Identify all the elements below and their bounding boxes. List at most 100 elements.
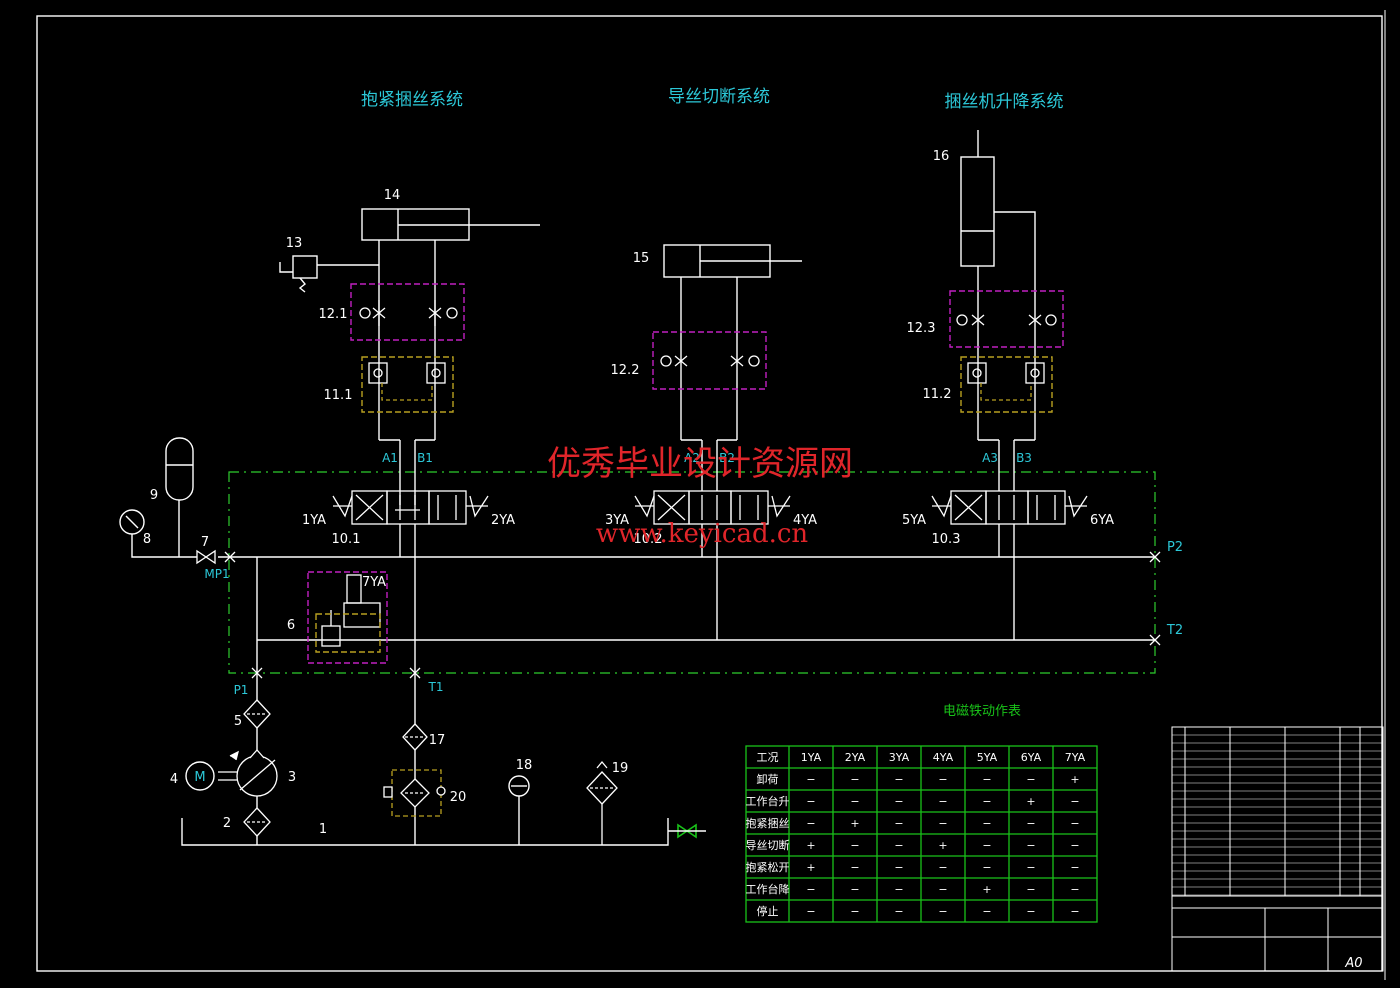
port-b1: B1 — [417, 451, 433, 465]
solenoid-5ya: 5YA — [902, 513, 926, 528]
label-5: 5 — [234, 714, 242, 729]
drawing-frame — [36, 15, 1383, 972]
table-cell: − — [938, 817, 947, 830]
table-cell: − — [938, 905, 947, 918]
suction-filter-2 — [243, 807, 271, 837]
solenoid-3ya: 3YA — [605, 513, 629, 528]
thermometer-18 — [508, 775, 530, 845]
throttle-check-12-1 — [350, 283, 465, 341]
motor-4: M — [185, 761, 215, 791]
table-cell: − — [1026, 883, 1035, 896]
port-a3: A3 — [982, 451, 998, 465]
label-10-1: 10.1 — [332, 532, 361, 547]
filter-20 — [383, 769, 446, 817]
motor-symbol: M — [194, 770, 205, 785]
table-cell: − — [806, 773, 815, 786]
filter-5 — [243, 699, 271, 729]
title-clamp-system: 抱紧捆丝系统 — [361, 90, 463, 110]
table-row-label: 工作台升 — [746, 794, 790, 808]
table-row-label: 抱紧松开 — [746, 860, 790, 874]
table-header-cell: 1YA — [801, 751, 822, 764]
port-p1: P1 — [234, 683, 249, 697]
throttle-check-12-3 — [949, 290, 1064, 348]
table-cell: − — [850, 883, 859, 896]
label-2: 2 — [223, 816, 231, 831]
pressure-relay-13 — [279, 255, 379, 293]
air-filter-19 — [586, 760, 618, 845]
table-cell: − — [850, 795, 859, 808]
title-block: A0 — [1171, 726, 1384, 972]
table-cell: − — [1026, 773, 1035, 786]
hydraulic-lock-11-1 — [361, 356, 454, 413]
table-header-cell: 6YA — [1021, 751, 1042, 764]
label-8: 8 — [143, 532, 151, 547]
table-cell: + — [938, 839, 947, 852]
drawing-scale: A0 — [1344, 956, 1362, 971]
solenoid-2ya: 2YA — [491, 513, 515, 528]
title-lift-system: 捆丝机升降系统 — [945, 92, 1064, 112]
table-cell: − — [938, 795, 947, 808]
label-13: 13 — [286, 236, 303, 251]
table-cell: − — [982, 773, 991, 786]
table-caption: 电磁铁动作表 — [943, 704, 1021, 719]
port-a2: A2 — [684, 451, 700, 465]
solenoid-6ya: 6YA — [1090, 513, 1114, 528]
table-header-cell: 3YA — [889, 751, 910, 764]
valve-block-boundary — [228, 471, 1156, 674]
port-b3: B3 — [1016, 451, 1032, 465]
table-cell: − — [894, 905, 903, 918]
table-cell: − — [850, 905, 859, 918]
table-cell: − — [982, 861, 991, 874]
label-10-3: 10.3 — [932, 532, 961, 547]
table-cell: − — [850, 839, 859, 852]
table-cell: − — [982, 905, 991, 918]
table-cell: − — [806, 883, 815, 896]
accumulator-9 — [165, 437, 194, 557]
table-row-label: 卸荷 — [757, 772, 779, 786]
table-cell: + — [1070, 773, 1079, 786]
table-row-label: 工作台降 — [746, 882, 790, 896]
directional-valve-10-1 — [332, 490, 489, 525]
table-cell: + — [850, 817, 859, 830]
cylinder-15 — [663, 244, 802, 278]
table-cell: − — [938, 861, 947, 874]
label-3: 3 — [288, 770, 296, 785]
label-18: 18 — [516, 758, 533, 773]
table-cell: − — [806, 817, 815, 830]
stop-valve-7 — [196, 549, 216, 565]
watermark-title: 优秀毕业设计资源网 — [547, 444, 853, 484]
table-cell: − — [806, 795, 815, 808]
table-cell: − — [1070, 905, 1079, 918]
table-cell: − — [1070, 861, 1079, 874]
table-cell: − — [1070, 795, 1079, 808]
label-11-1: 11.1 — [324, 388, 353, 403]
table-cell: − — [982, 839, 991, 852]
unloading-valve-6 — [307, 571, 388, 664]
directional-valve-10-2 — [634, 490, 791, 525]
table-cell: − — [1026, 817, 1035, 830]
label-4: 4 — [170, 772, 178, 787]
cylinder-16 — [960, 130, 1036, 440]
port-b2: B2 — [719, 451, 735, 465]
table-cell: − — [1026, 839, 1035, 852]
title-cut-system: 导丝切断系统 — [668, 87, 770, 107]
table-row-label: 停止 — [757, 904, 779, 918]
table-cell: − — [1070, 839, 1079, 852]
label-7: 7 — [201, 535, 209, 550]
label-14: 14 — [384, 188, 401, 203]
pressure-gauge-8 — [119, 509, 197, 558]
table-cell: + — [806, 861, 815, 874]
table-header-cell: 4YA — [933, 751, 954, 764]
label-12-2: 12.2 — [611, 363, 640, 378]
label-19: 19 — [612, 761, 629, 776]
pump-3 — [218, 749, 278, 797]
solenoid-7ya: 7YA — [362, 575, 386, 590]
label-10-2: 10.2 — [634, 532, 663, 547]
table-row-label: 导丝切断 — [746, 838, 790, 852]
table-header-cell: 2YA — [845, 751, 866, 764]
table-cell: − — [894, 817, 903, 830]
watermark-url: www.keyicad.cn — [596, 519, 809, 549]
table-cell: + — [1026, 795, 1035, 808]
port-a1: A1 — [382, 451, 398, 465]
